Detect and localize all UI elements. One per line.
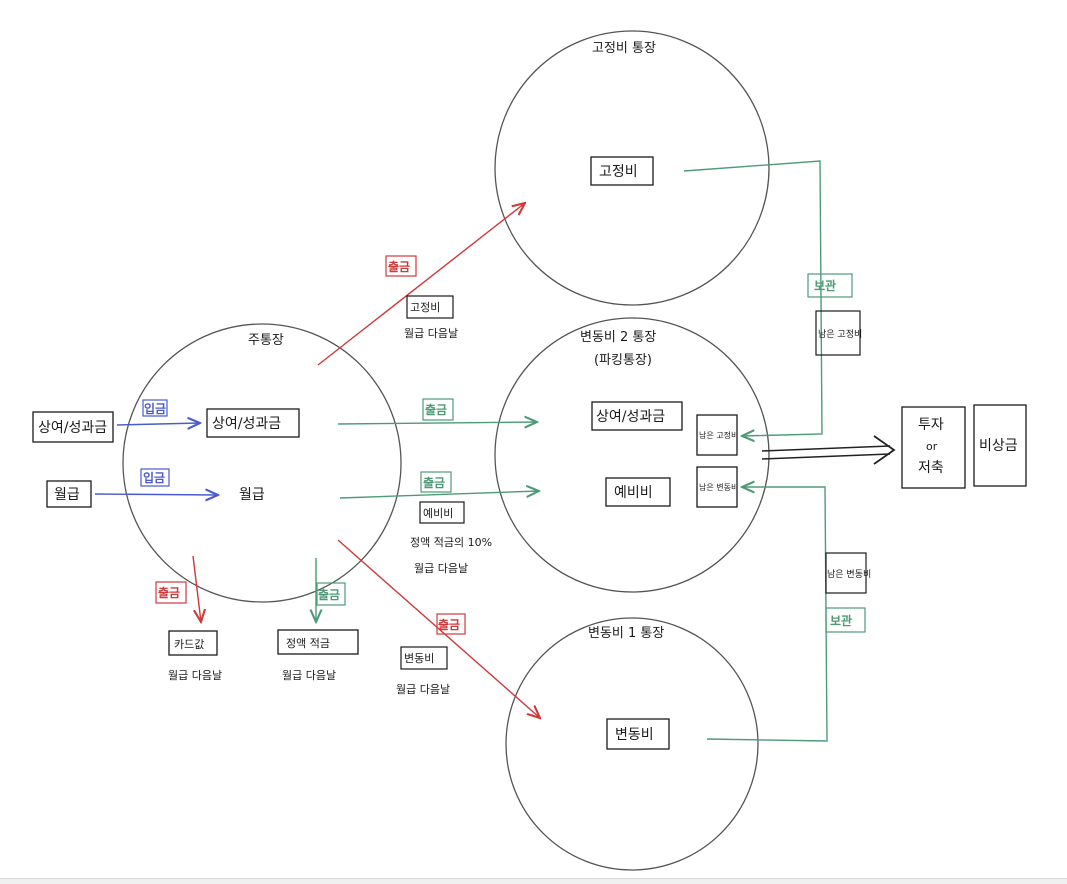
transfer-tag-bonus-label: 출금 (425, 402, 447, 417)
transfer-tag-reserve (420, 471, 452, 493)
withdraw-tag-variable (436, 613, 466, 635)
emergency-box (973, 404, 1027, 487)
note-left-fixed-label: 남은 고정비 (818, 329, 862, 340)
savings-label: 정액 적금 (286, 637, 330, 650)
deposit-tag-1-label: 입금 (144, 402, 166, 416)
move-tag-fixed (807, 273, 853, 298)
transfer-bonus-arrow (337, 422, 537, 424)
withdraw-tag-savings-label: 출금 (318, 587, 340, 602)
invest-box (901, 406, 966, 489)
note-reserve-when-2: 월급 다음날 (414, 562, 468, 575)
transfer-tag-reserve-label: 출금 (423, 475, 445, 490)
savings-box (277, 629, 359, 655)
v2-reserve-label: 예비비 (614, 485, 653, 501)
variable2-account-subtitle: (파킹통장) (594, 353, 652, 368)
move-tag-variable (825, 607, 866, 633)
salary-deposit-arrow (94, 494, 218, 495)
salary-input-box (46, 480, 92, 508)
card-when: 월급 다음날 (168, 669, 222, 682)
bonus-deposit-arrow (116, 423, 200, 425)
withdraw-tag-variable-label: 출금 (438, 617, 460, 632)
fixed-account-circle (494, 30, 770, 306)
deposit-tag-1 (142, 399, 168, 417)
bottom-strip (0, 878, 1067, 884)
note-fixed-box (406, 295, 454, 319)
emergency-label: 비상금 (979, 438, 1018, 454)
main-account-circle (122, 323, 402, 603)
fixed-account-title: 고정비 통장 (592, 41, 656, 56)
note-left-variable-box (825, 552, 867, 594)
note-fixed-when: 월급 다음날 (404, 327, 458, 340)
invest-line2: or (926, 440, 938, 453)
variable2-account-circle (494, 317, 770, 593)
transfer-reserve-arrow (339, 491, 539, 499)
withdraw-tag-card-label: 출금 (158, 585, 180, 600)
withdraw-to-fixed-arrow (317, 203, 525, 366)
deposit-tag-2-label: 입금 (143, 471, 165, 485)
salary-input-label: 월급 (54, 487, 80, 503)
v2-left-variable-box (696, 466, 738, 508)
move-tag-fixed-label: 보관 (814, 278, 836, 293)
move-to-invest-arrowhead (873, 435, 896, 465)
bonus-input-label: 상여/성과금 (38, 420, 107, 436)
variable1-account-circle (505, 617, 759, 871)
variable2-account-title: 변동비 2 통장 (580, 330, 656, 345)
v2-bonus-box (591, 401, 683, 431)
move-to-invest-arrow-1 (761, 445, 891, 452)
main-bonus-box (206, 408, 300, 438)
note-reserve-when-1: 정액 적금의 10% (410, 536, 492, 549)
note-reserve-box (419, 501, 465, 524)
note-variable-when: 월급 다음날 (396, 683, 450, 696)
invest-line1: 투자 (918, 417, 944, 433)
main-account-title: 주통장 (248, 333, 284, 348)
invest-line3: 저축 (918, 460, 944, 476)
note-variable-box (400, 646, 448, 670)
fixed-inner-box (590, 156, 654, 186)
withdraw-tag-card (155, 581, 187, 604)
withdraw-card-arrow (192, 555, 201, 622)
return-fixed-line (683, 160, 823, 436)
savings-when: 월급 다음날 (282, 669, 336, 682)
v2-reserve-box (605, 477, 671, 507)
v2-left-fixed-label: 남은 고정비 (699, 430, 738, 440)
deposit-tag-2 (140, 468, 170, 487)
variable1-inner-box (606, 718, 670, 750)
move-tag-variable-label: 보관 (830, 613, 852, 628)
card-box (168, 630, 218, 656)
transfer-tag-bonus (422, 398, 454, 421)
withdraw-tag-fixed (385, 255, 417, 277)
note-left-fixed-box (815, 310, 861, 356)
main-salary-label: 월급 (239, 487, 265, 503)
card-label: 카드값 (174, 638, 204, 651)
variable1-account-title: 변동비 1 통장 (588, 626, 664, 641)
note-reserve-label: 예비비 (423, 507, 453, 520)
note-fixed-label: 고정비 (410, 301, 440, 314)
main-bonus-label: 상여/성과금 (212, 416, 281, 432)
move-to-invest-arrow-2 (761, 453, 891, 460)
withdraw-to-variable1-arrow (337, 539, 540, 718)
note-left-variable-label: 남은 변동비 (827, 569, 871, 580)
withdraw-tag-fixed-label: 출금 (388, 259, 410, 274)
bonus-input-box (32, 411, 114, 443)
v2-left-variable-label: 남은 변동비 (699, 482, 738, 492)
v2-left-fixed-box (696, 414, 738, 456)
fixed-inner-label: 고정비 (599, 164, 638, 180)
variable1-inner-label: 변동비 (615, 727, 654, 743)
withdraw-tag-savings (316, 582, 346, 606)
note-variable-label: 변동비 (404, 652, 434, 665)
return-variable-line (706, 487, 828, 742)
v2-bonus-label: 상여/성과금 (596, 409, 665, 425)
